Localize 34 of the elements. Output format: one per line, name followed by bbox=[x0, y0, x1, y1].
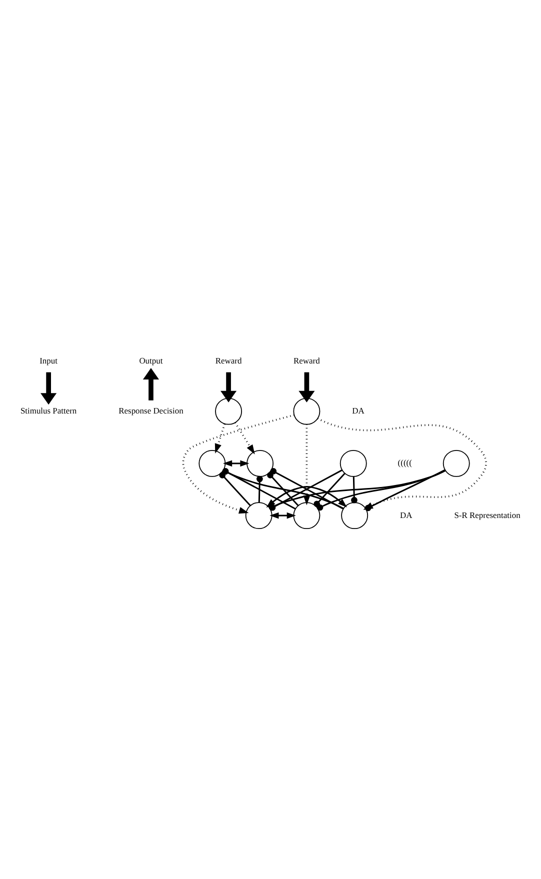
connector bbox=[219, 472, 251, 506]
node-text: Reward bbox=[215, 356, 242, 366]
arrow bbox=[182, 414, 294, 514]
arrow bbox=[214, 424, 226, 454]
label: DA bbox=[400, 510, 412, 520]
node-circle bbox=[198, 450, 226, 477]
arrow bbox=[222, 460, 250, 467]
node-text: Reward bbox=[294, 356, 320, 366]
arrow bbox=[142, 368, 160, 400]
connector bbox=[256, 476, 263, 503]
arrow bbox=[234, 422, 255, 454]
arrow bbox=[298, 372, 315, 402]
node-circle bbox=[293, 502, 320, 530]
arrow bbox=[220, 372, 237, 402]
node-circle bbox=[215, 398, 242, 425]
node-text: Input bbox=[40, 356, 58, 366]
node-text: Output bbox=[139, 356, 163, 366]
connector bbox=[267, 472, 299, 506]
arrow bbox=[270, 512, 296, 519]
connector bbox=[351, 476, 358, 504]
label: ((((( bbox=[398, 458, 412, 468]
node-circle bbox=[341, 502, 368, 530]
node-text: Stimulus Pattern bbox=[20, 406, 77, 416]
node-text: Response Decision bbox=[118, 406, 184, 416]
arrow bbox=[317, 418, 487, 510]
node-circle bbox=[246, 450, 274, 477]
arrow bbox=[303, 424, 310, 506]
node-circle bbox=[442, 450, 470, 477]
node-circle bbox=[245, 502, 272, 530]
node-circle bbox=[293, 398, 320, 425]
label: DA bbox=[352, 406, 364, 416]
label: S-R Representation bbox=[454, 510, 520, 520]
node-circle bbox=[340, 450, 367, 477]
arrow bbox=[40, 372, 57, 405]
